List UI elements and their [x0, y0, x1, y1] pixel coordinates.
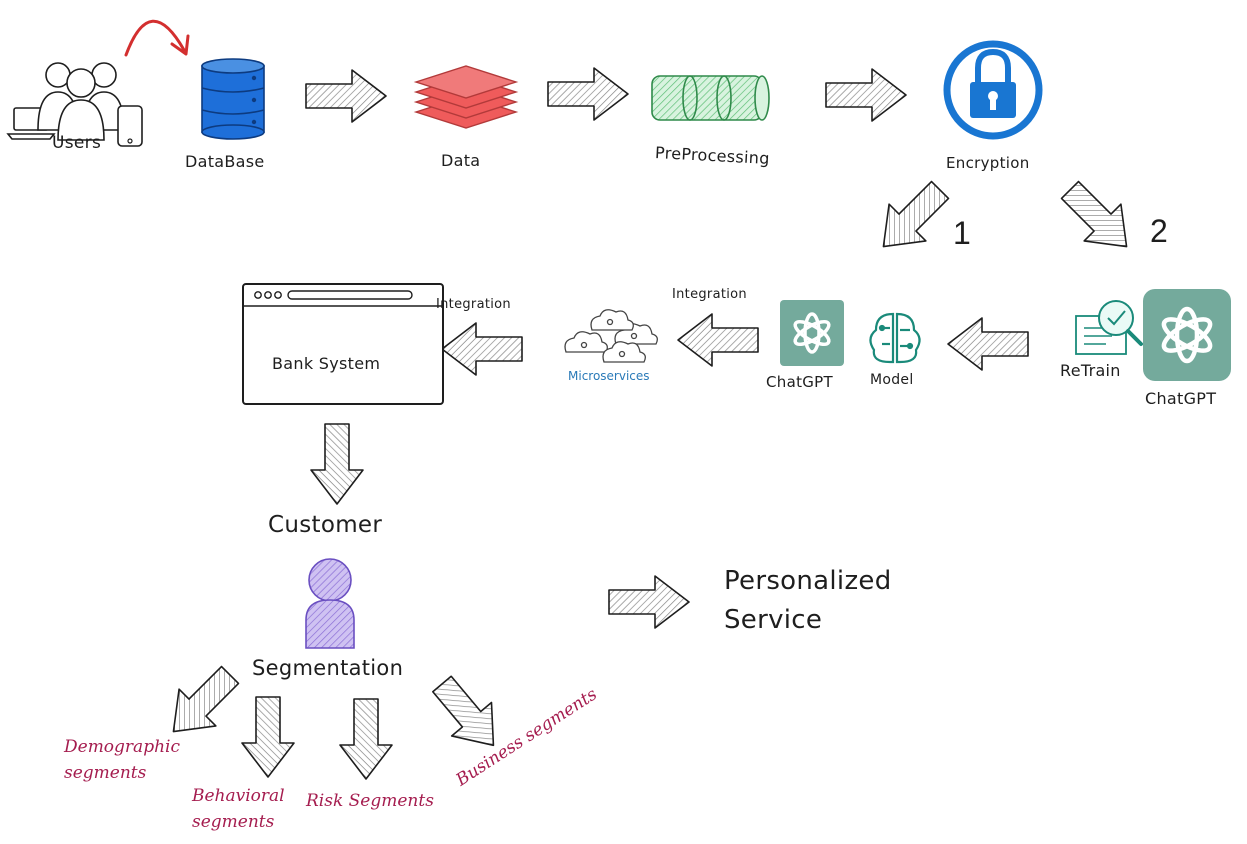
users-label: Users [52, 133, 102, 153]
encryption-label: Encryption [946, 154, 1030, 172]
path-2-arrow [1050, 170, 1146, 266]
model-brain-icon [869, 312, 921, 364]
path-1-arrow [864, 170, 960, 266]
flow-arrow [677, 313, 759, 367]
demographic-segment-line1: Demographic [64, 737, 180, 757]
segment-arrow [154, 655, 250, 751]
segment-arrow [339, 698, 393, 780]
bank-system-label: Bank System [272, 354, 381, 373]
personalized-service-line2: Service [724, 605, 823, 635]
microservices-cloud-icon [564, 309, 658, 363]
model-label: Model [870, 372, 914, 388]
flow-arrow [547, 67, 629, 121]
preprocessing-pipe-icon [651, 75, 770, 121]
flow-arrow [305, 69, 387, 123]
bank-system-window [242, 283, 444, 405]
chatgpt-logo-icon [1143, 289, 1231, 381]
database-label: DataBase [185, 152, 265, 171]
segmentation-label: Segmentation [252, 656, 404, 680]
data-label: Data [441, 151, 481, 170]
chatgpt-logo-icon [780, 300, 844, 366]
risk-segment-label: Risk Segments [306, 791, 434, 811]
retrain-label: ReTrain [1060, 361, 1121, 380]
behavioral-segment-line2: segments [192, 812, 275, 832]
users-icon [6, 62, 143, 147]
path-2-label: 2 [1150, 213, 1168, 249]
database-icon [201, 58, 265, 140]
demographic-segment-line2: segments [64, 763, 147, 783]
integration-label: Integration [672, 287, 747, 302]
personalized-service-line1: Personalized [724, 566, 892, 596]
chatgpt-label: ChatGPT [766, 373, 833, 391]
users-to-database-arrow [124, 19, 190, 57]
integration-label: Integration [436, 297, 511, 312]
path-1-label: 1 [953, 215, 971, 251]
flow-arrow [608, 575, 690, 629]
flow-arrow [825, 68, 907, 122]
flow-arrow [947, 317, 1029, 371]
behavioral-segment-line1: Behavioral [192, 786, 285, 806]
flow-arrow [441, 322, 523, 376]
chatgpt-retrain-label: ChatGPT [1145, 389, 1217, 408]
microservices-label: Microservices [568, 369, 650, 383]
data-layers-icon [413, 65, 519, 129]
segment-arrow [241, 696, 295, 778]
flow-arrow [310, 423, 364, 505]
customer-label: Customer [268, 512, 383, 538]
lock-icon [943, 40, 1043, 140]
retrain-icon [1075, 300, 1143, 355]
customer-person-icon [305, 558, 355, 649]
